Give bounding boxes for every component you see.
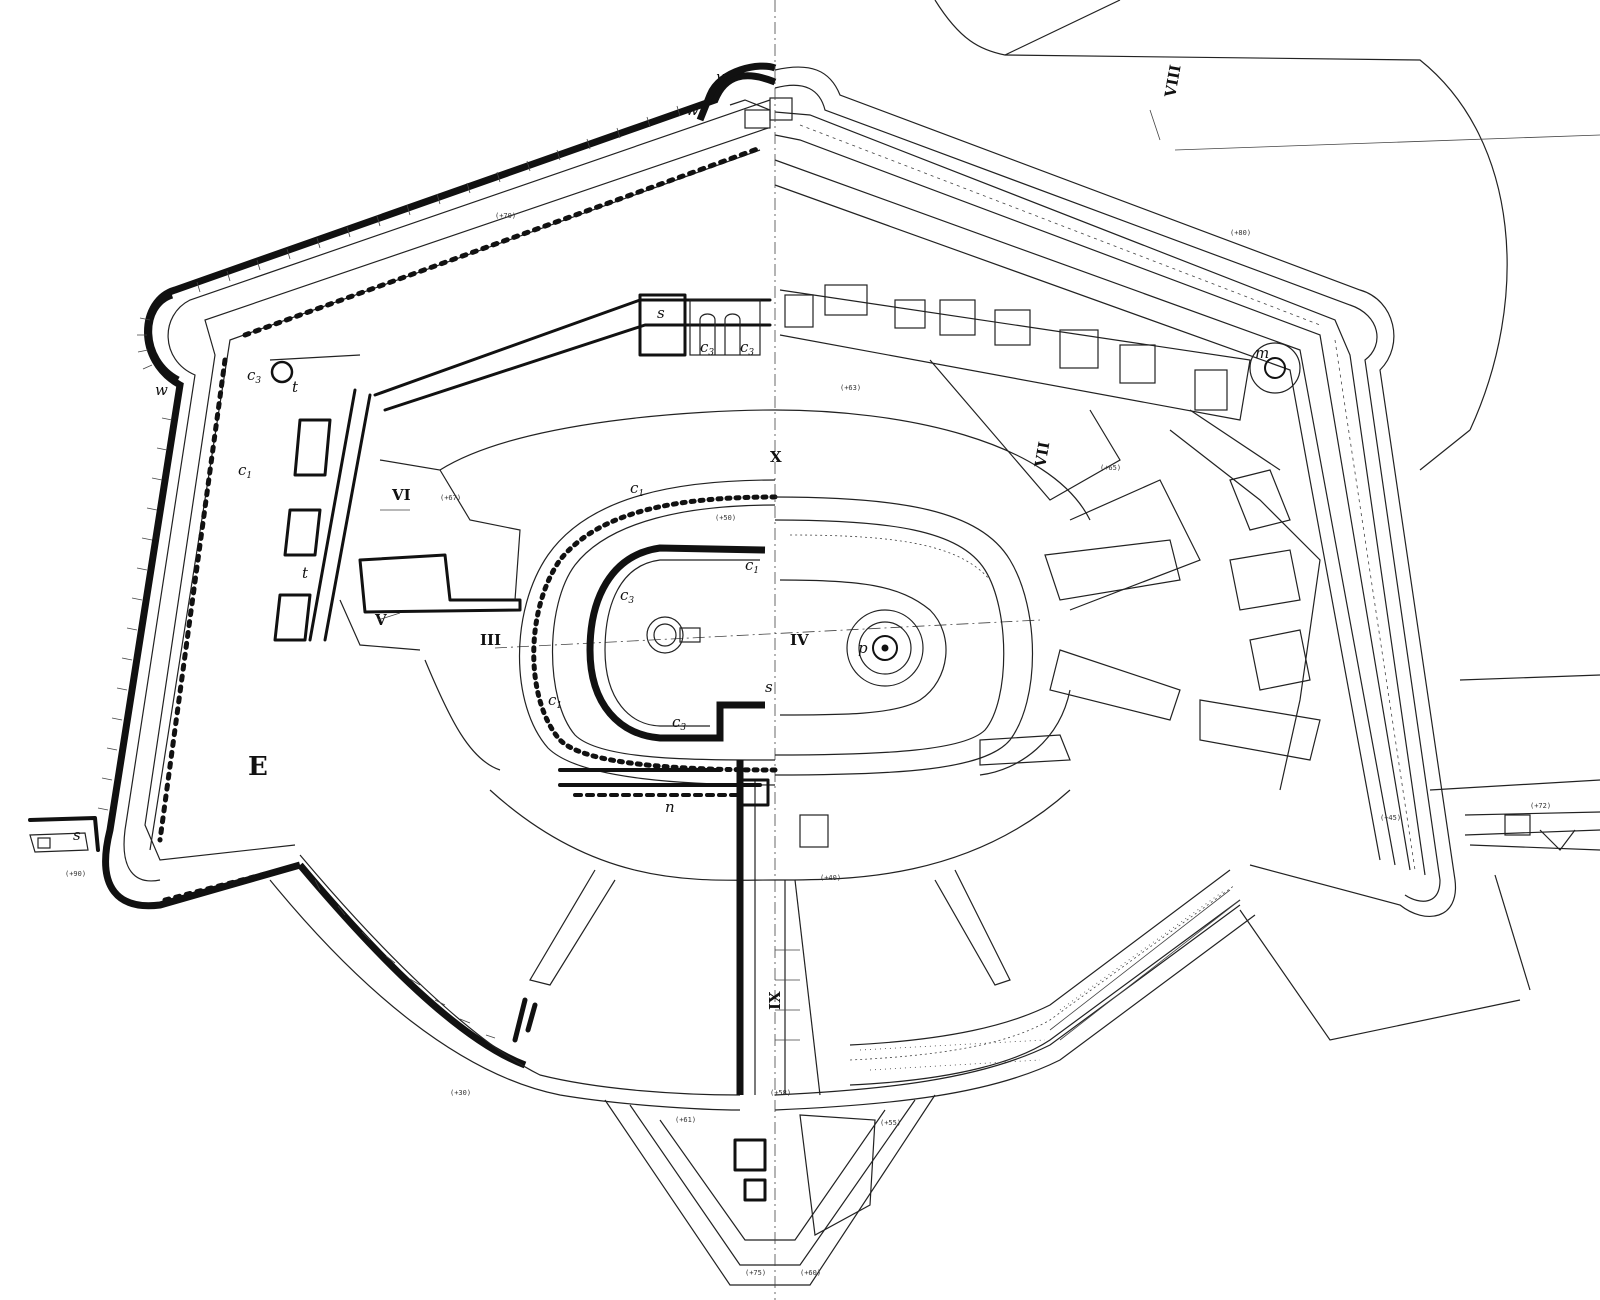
elevation-note: (+61) xyxy=(675,1116,696,1124)
marker-c: c3 xyxy=(700,338,714,358)
marker-c: c3 xyxy=(740,338,754,358)
marker-s: s xyxy=(765,678,773,696)
south-front xyxy=(269,854,1256,1111)
elevation-note: (+58) xyxy=(770,1089,791,1097)
marker-c: c3 xyxy=(620,586,634,606)
marker-t: t xyxy=(302,564,309,582)
elevation-note: (+45) xyxy=(1380,814,1401,822)
north-east-casemates xyxy=(779,284,1321,791)
section-label-VIII: VIII xyxy=(1161,63,1185,99)
gorge-corridor xyxy=(558,760,829,1096)
west-outwork xyxy=(28,816,100,853)
elevation-note: (+72) xyxy=(1530,802,1551,810)
section-label-IX: IX xyxy=(766,991,784,1010)
marker-E: E xyxy=(248,752,268,782)
marker-c: c1 xyxy=(238,461,252,481)
elevation-note: (+65) xyxy=(1100,464,1121,472)
elevation-note: (+40) xyxy=(820,874,841,882)
marker-m: m xyxy=(1255,344,1269,362)
outer-rampart-east xyxy=(774,66,1457,918)
marker-c: c1 xyxy=(548,691,562,711)
letter-markers: c3 c1 c1 c3 c1 c1 c3 c3 c3 w w w s s s t… xyxy=(73,68,1269,844)
section-markers: III IV V VI VII VIII IX X xyxy=(374,63,1185,1010)
marker-c: c1 xyxy=(745,556,759,576)
section-label-IV: IV xyxy=(790,631,809,649)
marker-s: s xyxy=(73,826,81,844)
elevation-note: (+63) xyxy=(840,384,861,392)
marker-w: w xyxy=(716,68,729,86)
elevation-note: (+90) xyxy=(65,870,86,878)
elevation-note: (+30) xyxy=(450,1089,471,1097)
marker-n: n xyxy=(665,798,675,816)
section-label-VI: VI xyxy=(391,486,411,504)
elevation-note: (+67) xyxy=(440,494,461,502)
elevation-note: (+80) xyxy=(1230,229,1251,237)
section-label-X: X xyxy=(770,448,782,466)
marker-c: c3 xyxy=(672,713,686,733)
parade-outline xyxy=(424,409,1091,986)
elevation-note: (+75) xyxy=(745,1269,766,1277)
terrain-lines xyxy=(934,0,1600,1041)
west-bastion xyxy=(137,291,180,384)
section-label-V: V xyxy=(374,611,387,629)
marker-w: w xyxy=(686,101,699,119)
marker-s: s xyxy=(657,304,665,322)
section-label-VII: VII xyxy=(1031,440,1053,469)
east-outwork xyxy=(1464,811,1600,851)
hatched-slope xyxy=(859,889,1241,1071)
elevation-annotations: (+70) (+80) (+63) (+65) (+67) (+50) (+40… xyxy=(65,212,1551,1277)
marker-c: c3 xyxy=(247,366,261,386)
elevation-note: (+55) xyxy=(880,1119,901,1127)
elevation-note: (+60) xyxy=(800,1269,821,1277)
marker-c: c1 xyxy=(630,479,644,499)
central-keep xyxy=(519,479,1033,786)
section-label-III: III xyxy=(480,631,501,649)
north-gallery xyxy=(269,293,772,651)
elevation-note: (+50) xyxy=(715,514,736,522)
elevation-note: (+70) xyxy=(495,212,516,220)
marker-p: p xyxy=(858,639,868,657)
cross-axis xyxy=(494,619,1041,649)
south-ravelin xyxy=(604,1094,936,1286)
marker-t: t xyxy=(292,378,299,396)
marker-w: w xyxy=(155,381,168,399)
north-bastion xyxy=(696,62,793,129)
